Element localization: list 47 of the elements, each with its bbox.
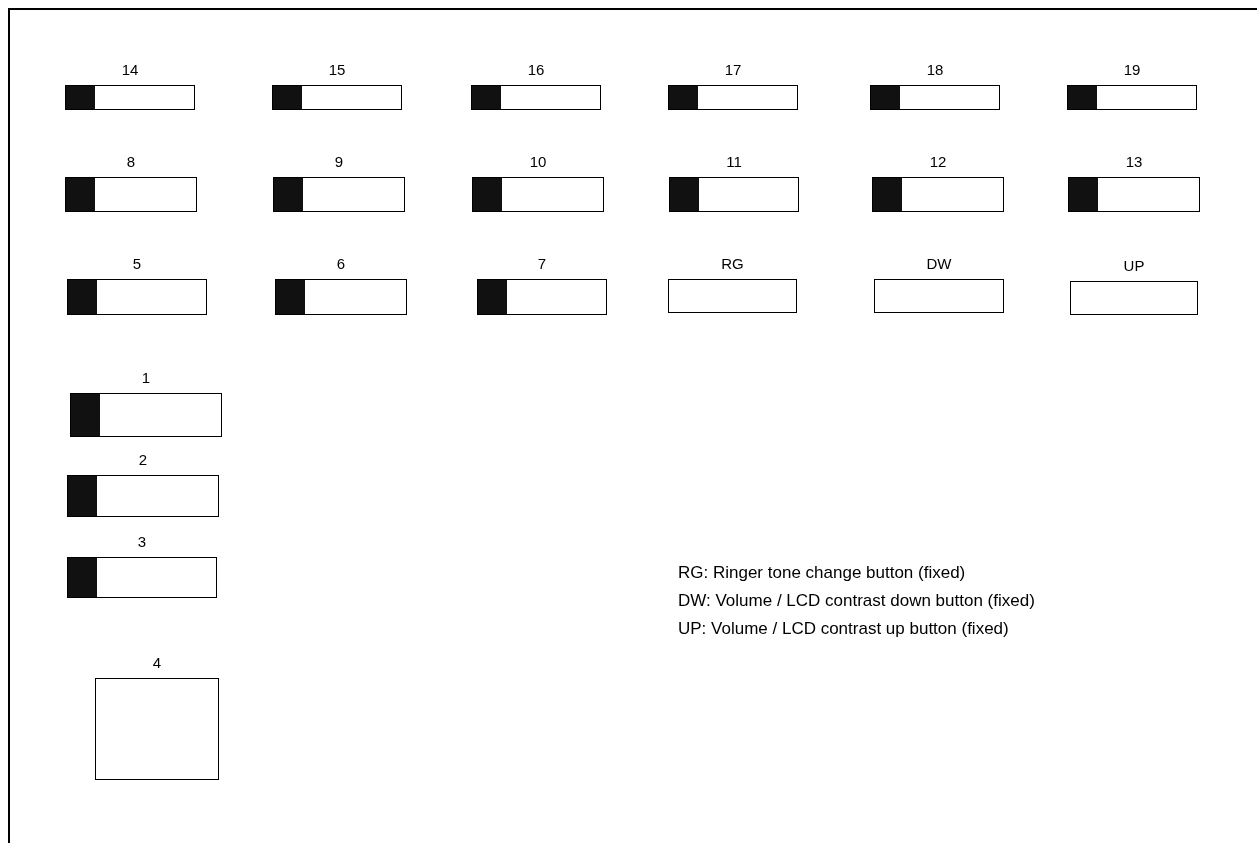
button-number: RG bbox=[720, 255, 745, 273]
button-number: 14 bbox=[120, 61, 140, 79]
button-number: 12 bbox=[928, 153, 948, 171]
plain-button bbox=[95, 678, 219, 780]
button-number: 2 bbox=[137, 451, 149, 469]
button-number: 18 bbox=[925, 61, 945, 79]
button-number: 10 bbox=[528, 153, 548, 171]
button-number: 6 bbox=[335, 255, 347, 273]
button-number: 11 bbox=[725, 153, 743, 171]
key-button bbox=[67, 557, 217, 598]
key-button bbox=[272, 85, 402, 110]
key-button bbox=[870, 85, 1000, 110]
button-number: 1 bbox=[140, 369, 152, 387]
button-number: 16 bbox=[526, 61, 546, 79]
key-button bbox=[1068, 177, 1200, 212]
button-number: 3 bbox=[136, 533, 148, 551]
key-button bbox=[65, 85, 195, 110]
button-number: 8 bbox=[125, 153, 137, 171]
key-button bbox=[273, 177, 405, 212]
button-number: 15 bbox=[327, 61, 347, 79]
button-number: 17 bbox=[723, 61, 743, 79]
plain-button bbox=[668, 279, 797, 313]
key-button bbox=[872, 177, 1004, 212]
button-number: 7 bbox=[536, 255, 548, 273]
plain-button bbox=[874, 279, 1004, 313]
button-number: 9 bbox=[333, 153, 345, 171]
key-button bbox=[275, 279, 407, 315]
button-number: 13 bbox=[1124, 153, 1144, 171]
key-button bbox=[669, 177, 799, 212]
note-text: RG: Ringer tone change button (fixed) bbox=[678, 563, 967, 583]
key-button bbox=[65, 177, 197, 212]
button-number: 19 bbox=[1122, 61, 1142, 79]
key-button bbox=[67, 475, 219, 517]
key-button bbox=[70, 393, 222, 437]
button-number: 4 bbox=[151, 654, 163, 672]
key-button bbox=[471, 85, 601, 110]
key-button bbox=[668, 85, 798, 110]
key-button bbox=[1067, 85, 1197, 110]
key-button bbox=[477, 279, 607, 315]
button-number: UP bbox=[1122, 257, 1146, 275]
note-text: UP: Volume / LCD contrast up button (fixed) bbox=[678, 619, 1010, 639]
plain-button bbox=[1070, 281, 1198, 315]
key-button bbox=[67, 279, 207, 315]
key-button bbox=[472, 177, 604, 212]
button-number: 5 bbox=[131, 255, 143, 273]
note-text: DW: Volume / LCD contrast down button (fixed) bbox=[678, 591, 1035, 611]
button-number: DW bbox=[925, 255, 953, 273]
